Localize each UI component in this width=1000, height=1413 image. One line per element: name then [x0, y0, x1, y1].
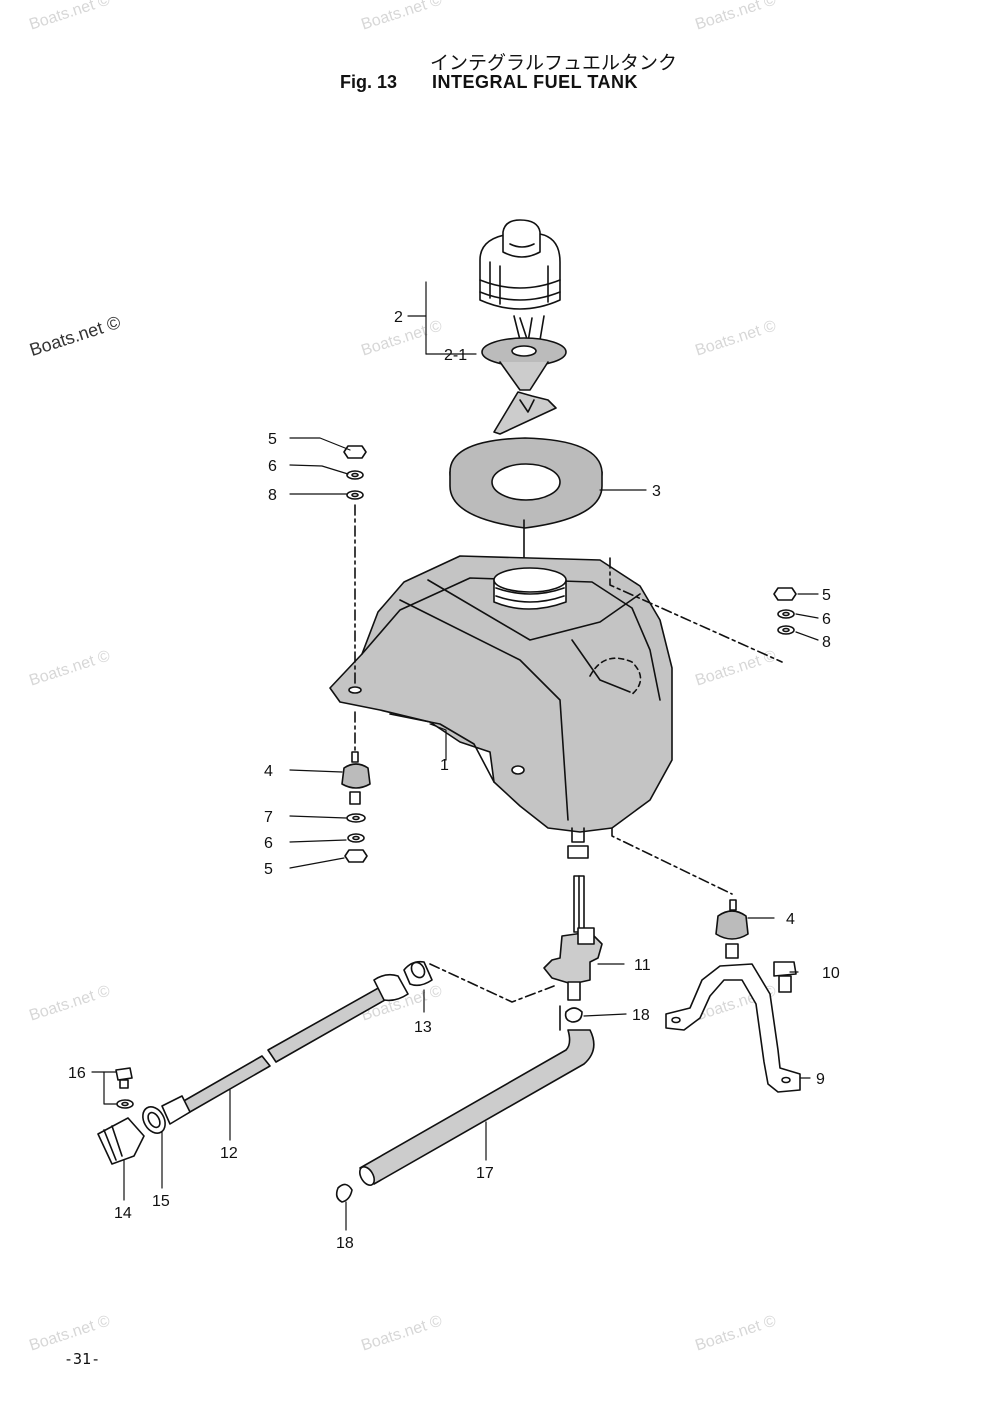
cap-gasket	[481, 337, 567, 391]
callout-leaders	[91, 281, 819, 1231]
fuel-hose	[358, 1029, 595, 1186]
page-title: INTEGRAL FUEL TANK	[432, 72, 638, 92]
callout-2-1: 2-1	[444, 347, 467, 364]
callout-5: 5	[264, 861, 273, 878]
title-japanese: インテグラルフュエルタンク	[430, 52, 678, 74]
hose-clip-lower	[335, 1183, 353, 1203]
nut-washer-stack-right	[773, 587, 797, 635]
callout-1: 1	[440, 757, 449, 774]
callout-5: 5	[268, 431, 277, 448]
callout-14: 14	[114, 1205, 132, 1222]
callout-18: 18	[632, 1007, 650, 1024]
callout-5: 5	[822, 587, 831, 604]
nut-washer-stack-lower-left	[344, 813, 368, 863]
callout-8: 8	[268, 487, 277, 504]
callout-13: 13	[414, 1019, 432, 1036]
callout-17: 17	[476, 1165, 494, 1182]
hose-clip-upper	[564, 1007, 583, 1023]
callout-8: 8	[822, 634, 831, 651]
callout-4: 4	[786, 911, 795, 928]
callout-12: 12	[220, 1145, 238, 1162]
callout-10: 10	[822, 965, 840, 982]
callout-3: 3	[652, 483, 661, 500]
strainer-bracket	[493, 391, 557, 435]
screw-washer	[115, 1067, 134, 1109]
callout-2: 2	[394, 309, 403, 326]
callout-4: 4	[264, 763, 273, 780]
callout-labels: 2 2-1 3 5 6 8 5 6 8 1 4 7 6 5 4 10 11 18…	[68, 309, 840, 1252]
fuel-line	[167, 960, 433, 1121]
fuel-connector	[97, 1095, 191, 1165]
fuel-tank	[329, 555, 673, 859]
tank-bracket	[665, 963, 801, 1093]
rubber-mount-left	[341, 711, 371, 805]
callout-18: 18	[336, 1235, 354, 1252]
leader-line	[609, 557, 783, 663]
filler-ring	[449, 437, 603, 529]
rubber-mount-right	[715, 899, 749, 959]
leader-line	[611, 827, 733, 895]
callout-6: 6	[268, 458, 277, 475]
fuel-cock	[543, 875, 603, 1031]
leader-line	[429, 963, 555, 1003]
bolt	[773, 961, 797, 993]
callout-11: 11	[634, 957, 651, 974]
callout-9: 9	[816, 1071, 825, 1088]
nut-washer-stack-upper-left	[343, 445, 367, 500]
callout-15: 15	[152, 1193, 170, 1210]
page-number: -31-	[64, 1350, 101, 1368]
callout-6: 6	[264, 835, 273, 852]
callout-7: 7	[264, 809, 273, 826]
callout-6: 6	[822, 611, 831, 628]
fuel-cap	[479, 219, 561, 343]
callout-16: 16	[68, 1065, 86, 1082]
figure-number: Fig. 13	[340, 72, 398, 92]
